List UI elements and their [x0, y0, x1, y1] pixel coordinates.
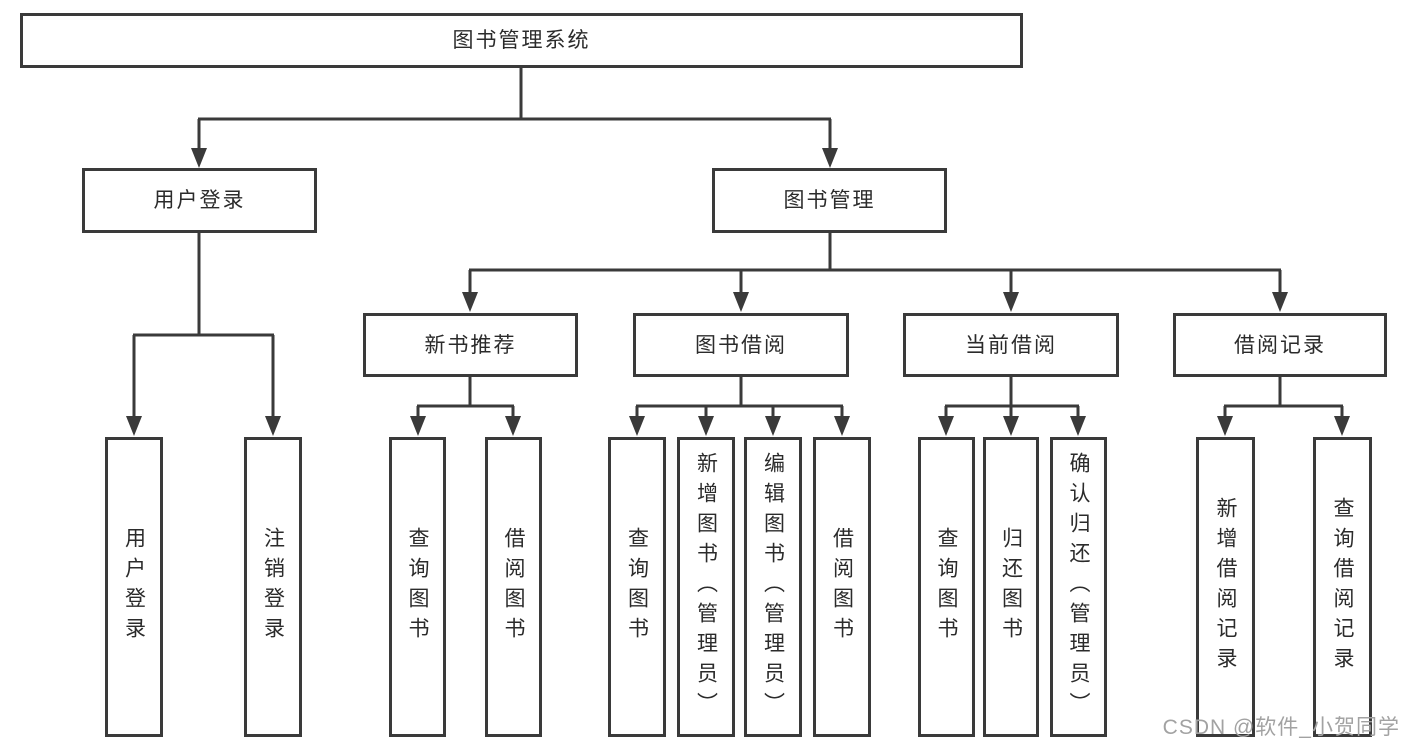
csdn-watermark: CSDN @软件_小贺同学 — [1162, 716, 1400, 739]
node-new-book-recommend: 新书推荐 — [363, 313, 578, 377]
connector-current-children — [938, 377, 1086, 436]
node-root: 图书管理系统 — [20, 13, 1023, 68]
connector-book-management-children — [462, 233, 1288, 312]
node-leaf-query-books-recommend: 查询图书 — [389, 437, 446, 737]
node-leaf-user-login: 用户登录 — [105, 437, 163, 737]
node-leaf-logout: 注销登录 — [244, 437, 302, 737]
connector-user-login-children — [126, 233, 281, 436]
node-user-login: 用户登录 — [82, 168, 317, 233]
node-leaf-add-book-admin: 新增图书（管理员） — [677, 437, 735, 737]
node-leaf-query-borrow-record: 查询借阅记录 — [1313, 437, 1372, 737]
connector-root-to-level2 — [191, 68, 838, 168]
node-leaf-borrow-books: 借阅图书 — [813, 437, 871, 737]
node-leaf-edit-book-admin: 编辑图书（管理员） — [744, 437, 802, 737]
node-leaf-confirm-return-admin: 确认归还（管理员） — [1050, 437, 1107, 737]
node-book-borrow: 图书借阅 — [633, 313, 849, 377]
connector-borrow-children — [629, 377, 850, 436]
connector-recommend-children — [410, 377, 521, 436]
node-leaf-query-books-current: 查询图书 — [918, 437, 975, 737]
node-leaf-query-books-borrow: 查询图书 — [608, 437, 666, 737]
node-leaf-return-book: 归还图书 — [983, 437, 1039, 737]
node-leaf-add-borrow-record: 新增借阅记录 — [1196, 437, 1255, 737]
node-leaf-borrow-books-recommend: 借阅图书 — [485, 437, 542, 737]
node-book-management: 图书管理 — [712, 168, 947, 233]
node-borrow-records: 借阅记录 — [1173, 313, 1387, 377]
connector-records-children — [1217, 377, 1350, 436]
node-current-borrow: 当前借阅 — [903, 313, 1119, 377]
